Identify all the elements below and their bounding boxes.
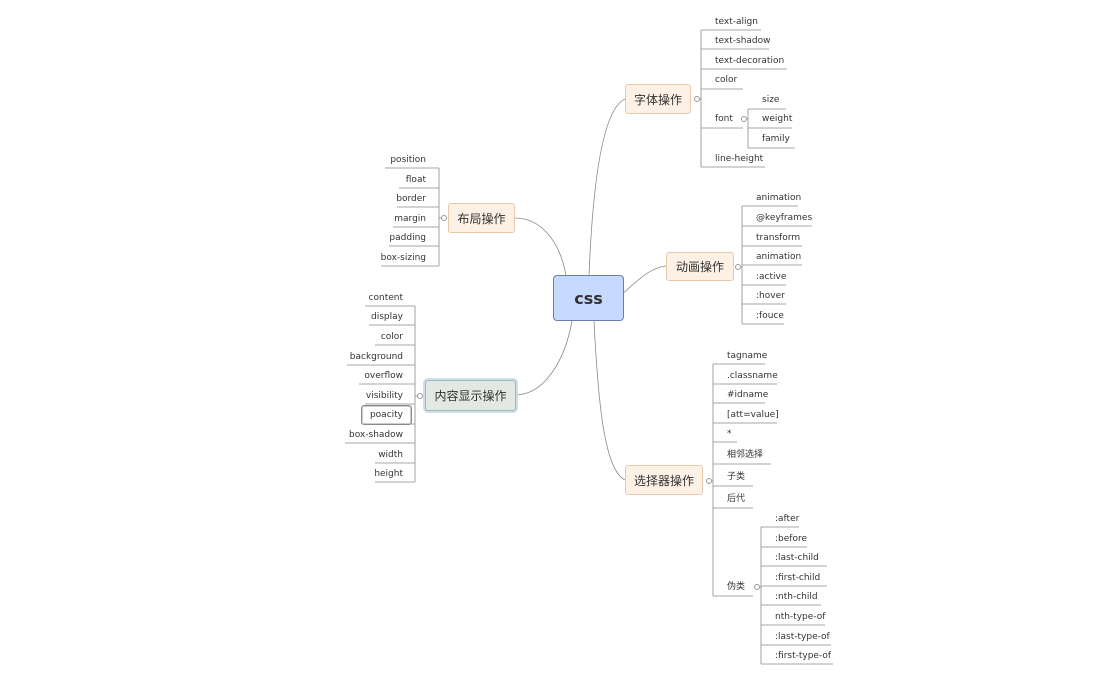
root-label: css — [574, 288, 603, 308]
leaf-box-shadow[interactable]: box-shadow — [348, 430, 403, 440]
leaf-position[interactable]: position — [390, 155, 426, 165]
collapse-icon[interactable] — [706, 478, 712, 484]
leaf-poacity[interactable]: poacity — [369, 410, 403, 420]
leaf-fouce[interactable]: :fouce — [756, 311, 784, 321]
leaf-text-shadow[interactable]: text-shadow — [715, 36, 771, 46]
leaf-tagname[interactable]: tagname — [727, 351, 768, 361]
leaf-animation[interactable]: animation — [756, 193, 802, 203]
leaf-size[interactable]: size — [762, 95, 780, 105]
leaf-transform[interactable]: transform — [756, 233, 801, 243]
leaf-visibility[interactable]: visibility — [365, 391, 403, 401]
collapse-icon[interactable] — [417, 393, 423, 399]
leaf-child[interactable]: 子类 — [727, 472, 746, 482]
leaf-keyframes[interactable]: @keyframes — [756, 213, 813, 223]
leaf-box-sizing[interactable]: box-sizing — [380, 253, 426, 263]
leaf-weight[interactable]: weight — [762, 114, 793, 124]
leaf-margin[interactable]: margin — [394, 214, 426, 224]
connector-line — [588, 98, 626, 277]
leaf-float[interactable]: float — [405, 175, 426, 185]
branch-layout[interactable]: 布局操作 — [448, 203, 515, 233]
leaf-universal[interactable]: * — [727, 429, 732, 439]
leaf-color[interactable]: color — [715, 75, 738, 85]
collapse-icon[interactable] — [694, 96, 700, 102]
leaf-line-height[interactable]: line-height — [715, 154, 764, 164]
branch-layout-label: 布局操作 — [457, 211, 506, 226]
leaf-display[interactable]: display — [371, 312, 403, 322]
leaf-first-type-of[interactable]: :first-type-of — [775, 651, 832, 661]
collapse-icon[interactable] — [741, 116, 747, 122]
leaf-color-2[interactable]: color — [380, 332, 403, 342]
leaf-descendant[interactable]: 后代 — [727, 494, 746, 504]
leaf-last-child[interactable]: :last-child — [775, 553, 819, 563]
leaf-idname[interactable]: #idname — [727, 390, 769, 400]
root-node[interactable]: css — [553, 275, 624, 321]
leaf-classname[interactable]: .classname — [727, 371, 778, 381]
connector-line — [593, 320, 626, 481]
leaf-font[interactable]: font — [715, 114, 733, 124]
branch-animation[interactable]: 动画操作 — [666, 252, 734, 281]
branch-font[interactable]: 字体操作 — [625, 84, 691, 114]
leaf-overflow[interactable]: overflow — [364, 371, 403, 381]
leaf-before[interactable]: :before — [775, 534, 807, 544]
leaf-last-type-of[interactable]: :last-type-of — [775, 632, 830, 642]
leaf-first-child[interactable]: :first-child — [775, 573, 821, 583]
poacity-selection-box — [361, 405, 412, 425]
branch-content-display-label: 内容显示操作 — [434, 389, 507, 403]
branch-selector-label: 选择器操作 — [633, 473, 694, 488]
leaf-family[interactable]: family — [762, 134, 790, 144]
leaf-width[interactable]: width — [378, 450, 403, 460]
leaf-text-align[interactable]: text-align — [715, 17, 758, 27]
leaf-adjacent[interactable]: 相邻选择 — [727, 450, 764, 460]
leaf-pseudo[interactable]: 伪类 — [727, 582, 746, 592]
leaf-nth-type-of[interactable]: nth-type-of — [775, 612, 826, 622]
leaf-nth-child[interactable]: :nth-child — [775, 592, 818, 602]
connector-line — [515, 320, 573, 396]
branch-content-display[interactable]: 内容显示操作 — [425, 380, 516, 411]
leaf-att-value[interactable]: [att=value] — [727, 410, 779, 420]
collapse-icon[interactable] — [441, 215, 447, 221]
branch-animation-label: 动画操作 — [675, 260, 724, 274]
leaf-height[interactable]: height — [374, 469, 403, 479]
leaf-after[interactable]: :after — [775, 514, 800, 524]
branch-selector[interactable]: 选择器操作 — [625, 465, 703, 495]
leaf-text-decoration[interactable]: text-decoration — [715, 56, 785, 66]
leaf-content[interactable]: content — [368, 293, 403, 303]
leaf-active[interactable]: :active — [756, 272, 787, 282]
leaf-padding[interactable]: padding — [389, 233, 426, 243]
leaf-hover[interactable]: :hover — [756, 291, 785, 301]
leaf-background[interactable]: background — [349, 352, 403, 362]
leaf-border[interactable]: border — [396, 194, 426, 204]
leaf-animation-2[interactable]: animation — [756, 252, 802, 262]
collapse-icon[interactable] — [754, 584, 760, 590]
branch-font-label: 字体操作 — [633, 92, 682, 107]
connector-line — [514, 217, 567, 277]
collapse-icon[interactable] — [735, 264, 741, 270]
